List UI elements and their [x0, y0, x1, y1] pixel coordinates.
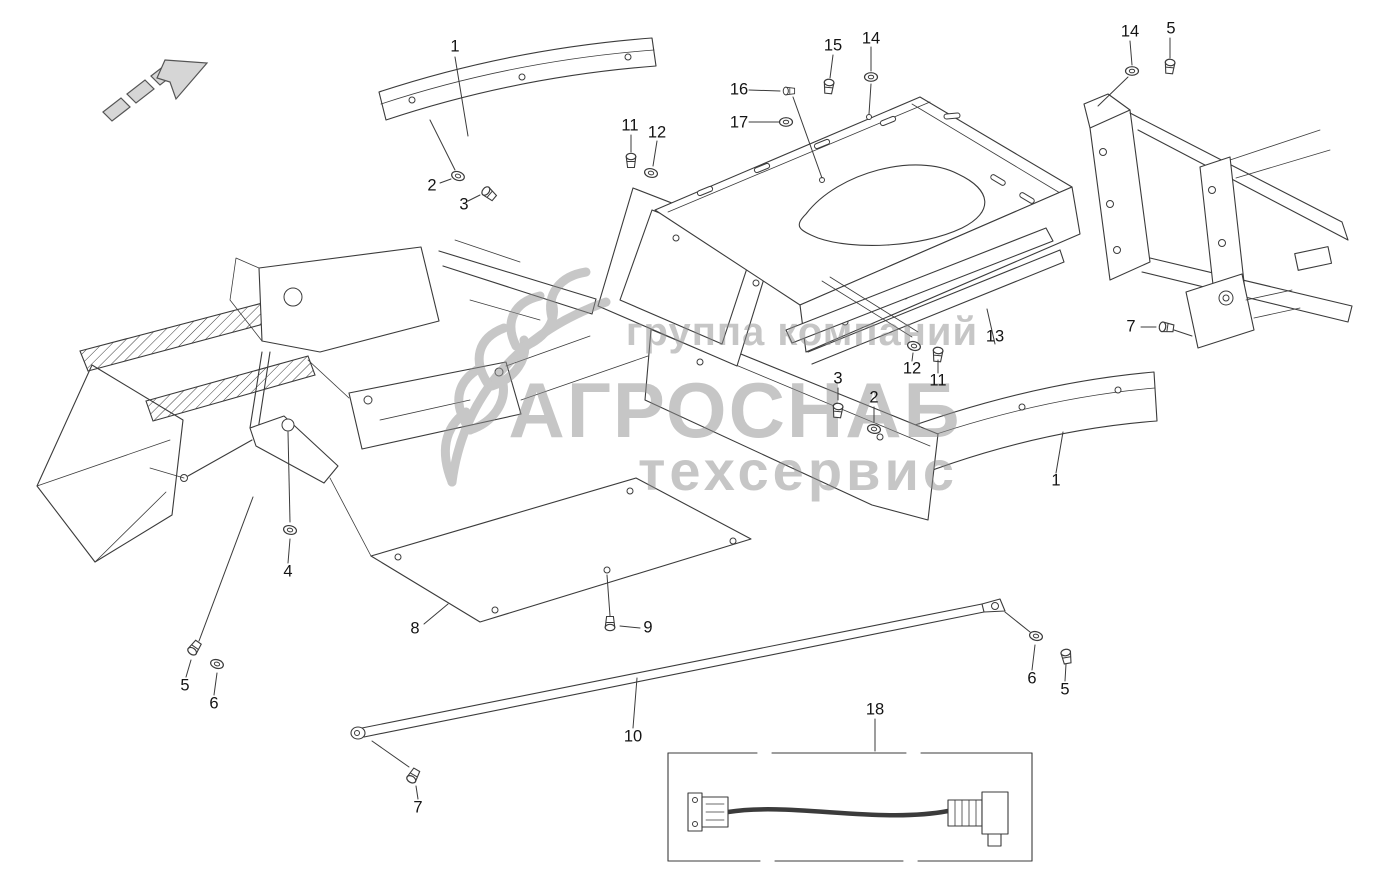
bolt-icon [831, 402, 844, 419]
logo-arrow [102, 59, 209, 122]
callout-3-top: 3 [459, 195, 469, 214]
bolt-icon [822, 78, 835, 95]
bolt-icon [1059, 647, 1073, 665]
watermark: группа компаний АГРОСНАБ техсервис [440, 267, 978, 502]
bolt-icon [1158, 320, 1175, 334]
callout-1-right: 1 [1051, 471, 1061, 490]
part-1-strip-top [378, 37, 657, 121]
callout-14-right: 14 [1120, 22, 1140, 41]
callout-16: 16 [729, 80, 749, 99]
cable-assembly [687, 791, 1009, 847]
bolt-icon [1163, 58, 1176, 75]
bolt-icon [604, 615, 616, 632]
callout-12-top: 12 [647, 123, 667, 142]
callout-18: 18 [865, 700, 885, 719]
leader-lines [185, 37, 1193, 800]
callout-4: 4 [283, 562, 293, 581]
washer-icon [863, 72, 879, 82]
bolt-icon [782, 86, 796, 96]
callout-11-top: 11 [621, 116, 639, 135]
callout-17: 17 [729, 113, 749, 132]
part-10-rod [350, 598, 1006, 740]
callout-11-mid: 11 [929, 371, 947, 390]
bolt-icon [404, 766, 422, 786]
washer-icon [643, 166, 659, 180]
callout-14-top: 14 [861, 29, 881, 48]
callout-10: 10 [623, 727, 643, 746]
callout-7-bottom: 7 [413, 798, 423, 817]
watermark-wheat-emblem [440, 267, 611, 487]
watermark-line1: группа компаний [626, 310, 978, 354]
washer-icon [1028, 629, 1044, 643]
callout-12-mid: 12 [902, 359, 922, 378]
callout-2-top: 2 [427, 176, 437, 195]
part-18-harness-box [667, 752, 1033, 862]
chassis-frame [36, 239, 649, 563]
washer-icon [208, 657, 226, 671]
callout-15: 15 [823, 36, 843, 55]
bolt-icon [185, 638, 203, 658]
callout-5-bottomright: 5 [1060, 680, 1070, 699]
bolt-icon [625, 152, 637, 169]
apron-panel [644, 317, 939, 521]
bolt-icon [479, 184, 498, 203]
watermark-line3: техсервис [638, 439, 958, 502]
cable [727, 807, 949, 818]
part-8-plate [370, 477, 752, 623]
callout-3-mid: 3 [833, 369, 843, 388]
callout-5-topright: 5 [1166, 19, 1176, 38]
callout-6-left: 6 [209, 694, 219, 713]
callout-13: 13 [985, 327, 1005, 346]
callout-2-mid: 2 [869, 388, 879, 407]
hatched-bar-lower [145, 355, 316, 422]
plate-slots [696, 112, 1035, 204]
callout-6-right: 6 [1027, 669, 1037, 688]
part-13-bracket [597, 96, 1081, 367]
callout-8: 8 [410, 619, 420, 638]
callout-1-top: 1 [450, 37, 460, 56]
callout-7-right: 7 [1126, 317, 1136, 336]
washer-icon [449, 169, 467, 183]
watermark-line2: АГРОСНАБ [508, 366, 961, 454]
callout-9: 9 [643, 618, 653, 637]
callout-5-left: 5 [180, 676, 190, 695]
right-frame-assembly [1083, 93, 1353, 349]
washer-icon [1124, 66, 1140, 76]
washer-icon [282, 523, 298, 537]
washer-icon [778, 117, 794, 127]
